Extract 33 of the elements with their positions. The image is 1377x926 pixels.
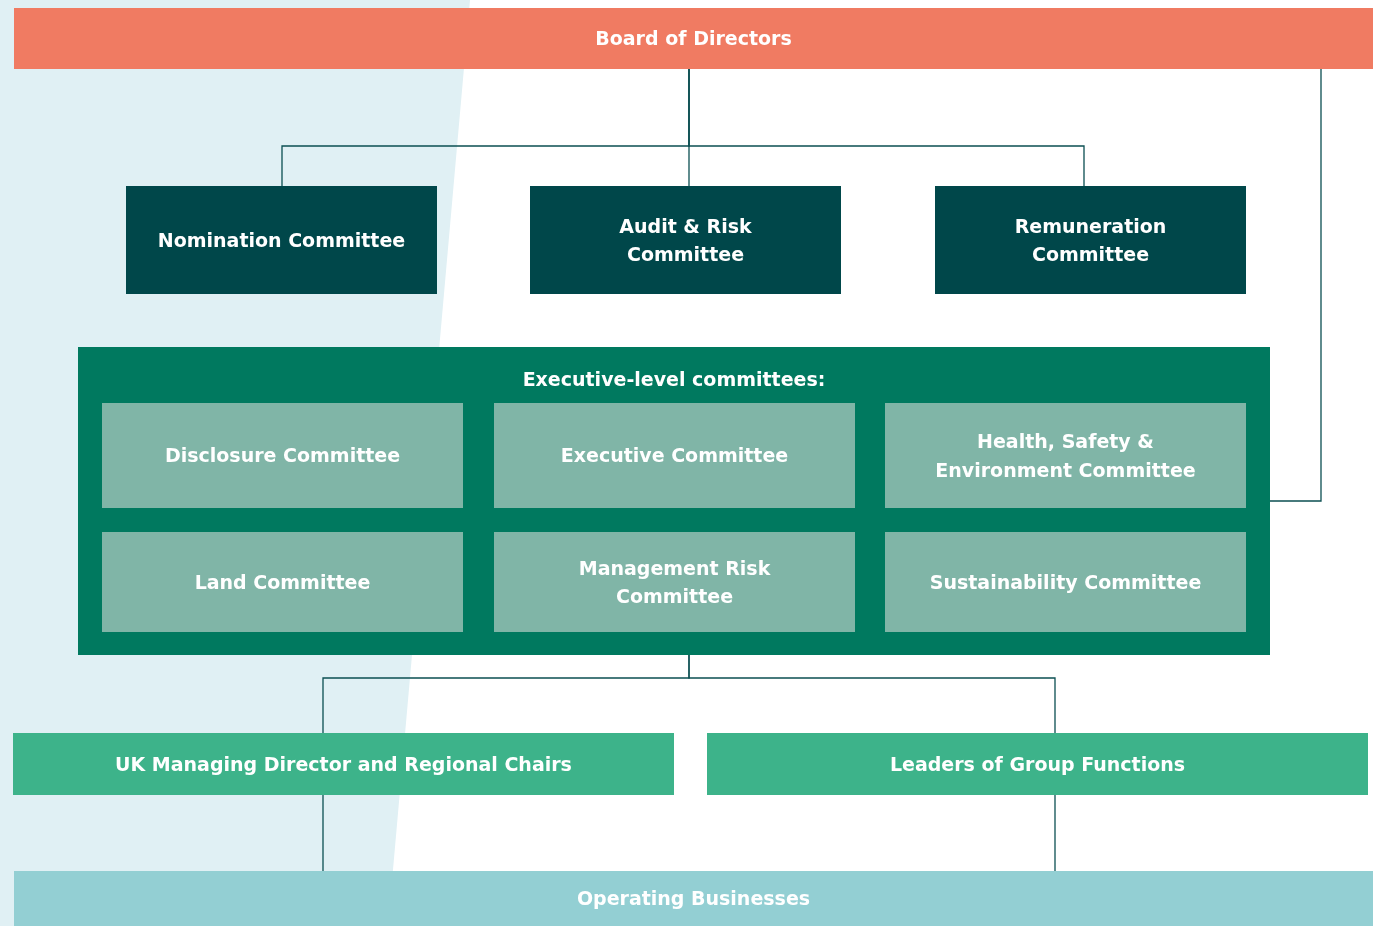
node-label: Audit & Risk Committee (618, 213, 753, 267)
node-label: Health, Safety & Environment Committee (934, 429, 1197, 483)
node-label: Remuneration Committee (1013, 213, 1168, 267)
committee-box (885, 532, 1246, 632)
connector-line (688, 654, 1056, 734)
banner-box (707, 733, 1368, 795)
committee-box (102, 532, 463, 632)
node-label: Operating Businesses (576, 886, 811, 912)
committee-box (494, 403, 855, 508)
connector-line (322, 794, 324, 872)
committee-box (935, 186, 1246, 294)
node-label: Land Committee (194, 569, 371, 595)
banner-box (13, 733, 674, 795)
node-label: Sustainability Committee (929, 569, 1202, 595)
connector-line (1269, 68, 1322, 502)
committee-box (885, 403, 1246, 508)
node-label: Leaders of Group Functions (889, 751, 1186, 777)
committee-box (126, 186, 437, 294)
connector-line (1054, 794, 1056, 872)
node-label: Board of Directors (595, 26, 792, 52)
panel-heading: Executive-level committees: (522, 367, 826, 392)
node-label: Management Risk Committee (577, 555, 772, 609)
node-label: UK Managing Director and Regional Chairs (115, 751, 572, 777)
committee-box (102, 403, 463, 508)
node-label: Executive Committee (560, 443, 789, 469)
banner-box (14, 871, 1373, 926)
connector-line (688, 68, 1085, 187)
banner-box (14, 8, 1373, 69)
node-label: Nomination Committee (157, 227, 406, 253)
committee-box (530, 186, 841, 294)
committee-box (494, 532, 855, 632)
node-label: Disclosure Committee (164, 443, 401, 469)
group-panel (78, 347, 1270, 655)
